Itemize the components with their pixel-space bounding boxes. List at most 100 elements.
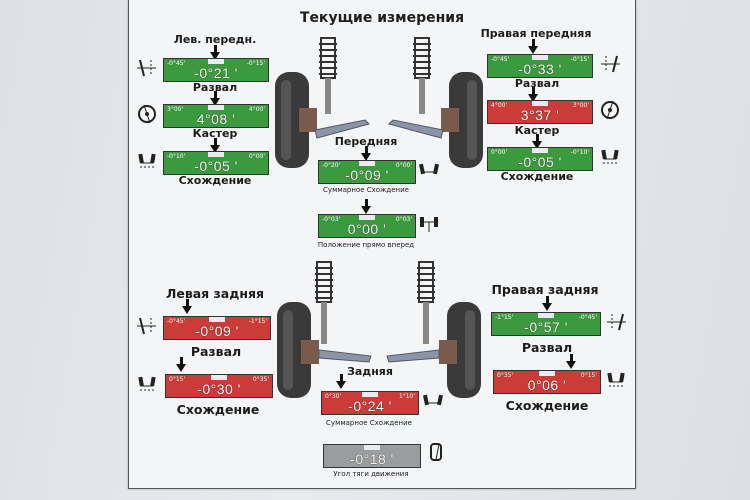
gauge-max: 0°00' xyxy=(395,162,412,169)
thrust-angle-gauge: -0°18 ' xyxy=(323,444,421,468)
thrust-angle-icon xyxy=(430,443,442,461)
gauge-value: 0°06 ' xyxy=(527,377,567,393)
gauge-value: -0°30 ' xyxy=(197,381,241,397)
front-left-camber-label: Развал xyxy=(192,81,238,94)
gauge-value: -0°57 ' xyxy=(524,319,568,335)
gauge-max: 1°10' xyxy=(398,393,415,400)
gauge-value: -0°21 ' xyxy=(194,65,238,81)
front-right-camber-gauge: -0°45' -0°15' -0°33 ' xyxy=(487,54,593,78)
rear-left-camber-arrow xyxy=(182,299,192,314)
front-right-camber-arrow xyxy=(528,39,538,54)
rear-axle-illustration xyxy=(277,261,481,398)
camber-icon xyxy=(137,317,156,335)
rear-right-toe-arrow xyxy=(566,354,576,369)
gauge-value: -0°05 ' xyxy=(194,158,238,174)
front-total-toe-gauge: -0°20' 0°00' -0°09 ' xyxy=(318,160,416,184)
rear-right-camber-arrow xyxy=(542,296,552,311)
page-title: Текущие измерения xyxy=(299,10,465,26)
gauge-value: 0°00 ' xyxy=(347,221,387,237)
front-right-toe-gauge: 0°00' -0°10' -0°05 ' xyxy=(487,147,593,171)
straight-ahead-arrow xyxy=(361,199,371,214)
gauge-value: -0°09 ' xyxy=(345,167,389,183)
rear-axle-label: Задняя xyxy=(347,365,393,378)
gauge-value: -0°18 ' xyxy=(350,451,394,467)
rear-total-toe-arrow xyxy=(336,374,346,389)
gauge-value: -0°24 ' xyxy=(348,398,392,414)
gauge-min: 0°35' xyxy=(497,372,514,379)
gauge-min: -0°45' xyxy=(167,318,186,325)
front-right-caster-gauge: 4°00' 3°00' 3°37 ' xyxy=(487,100,593,124)
camber-icon xyxy=(601,55,620,73)
front-right-caster-arrow xyxy=(528,87,538,102)
gauge-value: 3°37 ' xyxy=(520,107,560,123)
front-left-label: Лев. передн. xyxy=(173,33,257,46)
caster-icon xyxy=(601,100,619,120)
total-toe-icon xyxy=(423,394,443,406)
front-left-caster-label: Кастер xyxy=(192,127,238,140)
gauge-max: -0°15' xyxy=(570,56,589,63)
front-left-toe-gauge: -0°10' 0°00' -0°05 ' xyxy=(163,151,269,175)
camber-icon xyxy=(607,313,626,331)
front-right-toe-arrow xyxy=(532,134,542,149)
gauge-min: 3°00' xyxy=(167,106,184,113)
front-axle-illustration xyxy=(275,37,483,168)
gauge-max: -0°45' xyxy=(578,314,597,321)
gauge-value: -0°05 ' xyxy=(518,154,562,170)
gauge-min: -1°15' xyxy=(495,314,514,321)
gauge-max: -0°15' xyxy=(246,60,265,67)
straight-ahead-label: Положение прямо вперед xyxy=(317,241,415,249)
rear-right-toe-gauge: 0°35' 0°15' 0°06 ' xyxy=(493,370,601,394)
steering-wheel-icon xyxy=(420,217,438,232)
straight-ahead-gauge: -0°03' 0°03' 0°00 ' xyxy=(318,214,416,238)
gauge-max: 0°03' xyxy=(395,216,412,223)
gauge-min: -0°20' xyxy=(322,162,341,169)
gauge-max: 4°00' xyxy=(248,106,265,113)
total-toe-icon xyxy=(419,163,439,175)
camber-icon xyxy=(137,59,156,77)
toe-icon xyxy=(601,149,619,164)
front-right-toe-label: Схождение xyxy=(500,170,574,183)
toe-icon xyxy=(607,372,625,387)
rear-right-camber-label: Развал xyxy=(521,340,573,355)
rear-left-camber-label: Развал xyxy=(190,344,242,359)
front-left-toe-arrow xyxy=(210,138,220,153)
gauge-value: -0°09 ' xyxy=(195,323,239,339)
front-total-toe-label: Суммарное Схождение xyxy=(323,186,409,194)
gauge-max: -0°10' xyxy=(570,149,589,156)
front-right-label: Правая передняя xyxy=(480,27,592,40)
front-left-caster-gauge: 3°00' 4°00' 4°08 ' xyxy=(163,104,269,128)
caster-icon xyxy=(138,104,156,124)
gauge-value: -0°33 ' xyxy=(518,61,562,77)
rear-left-toe-gauge: 0°15' 0°35' -0°30 ' xyxy=(165,374,273,398)
front-left-camber-arrow xyxy=(210,45,220,60)
gauge-min: 4°00' xyxy=(491,102,508,109)
rear-left-toe-label: Схождение xyxy=(176,402,260,417)
rear-left-toe-arrow xyxy=(176,357,186,372)
thrust-angle-label: Угол тяги движения xyxy=(333,470,409,478)
front-left-camber-gauge: -0°45' -0°15' -0°21 ' xyxy=(163,58,269,82)
front-left-toe-label: Схождение xyxy=(178,174,252,187)
gauge-max: 0°35' xyxy=(252,376,269,383)
gauge-min: -0°45' xyxy=(491,56,510,63)
gauge-max: 0°00' xyxy=(248,153,265,160)
gauge-min: 0°15' xyxy=(169,376,186,383)
gauge-max: 3°00' xyxy=(572,102,589,109)
gauge-min: -0°10' xyxy=(167,153,186,160)
toe-icon xyxy=(138,153,156,168)
rear-total-toe-label: Суммарное Схождение xyxy=(326,419,412,427)
gauge-min: -0°03' xyxy=(322,216,341,223)
toe-icon xyxy=(138,376,156,391)
front-total-toe-arrow xyxy=(361,146,371,161)
rear-right-toe-label: Схождение xyxy=(505,398,589,413)
rear-right-camber-gauge: -1°15' -0°45' -0°57 ' xyxy=(491,312,601,336)
rear-total-toe-gauge: 0°30' 1°10' -0°24 ' xyxy=(321,391,419,415)
gauge-min: 0°30' xyxy=(325,393,342,400)
rear-left-camber-gauge: -0°45' -1°15' -0°09 ' xyxy=(163,316,271,340)
front-right-camber-label: Развал xyxy=(514,77,560,90)
gauge-min: -0°45' xyxy=(167,60,186,67)
gauge-max: 0°15' xyxy=(580,372,597,379)
gauge-max: -1°15' xyxy=(248,318,267,325)
alignment-report-sheet: Текущие измерения Лев. передн. -0°45' -0… xyxy=(128,0,636,489)
gauge-value: 4°08 ' xyxy=(196,111,236,127)
rear-left-label: Левая задняя xyxy=(165,286,265,301)
